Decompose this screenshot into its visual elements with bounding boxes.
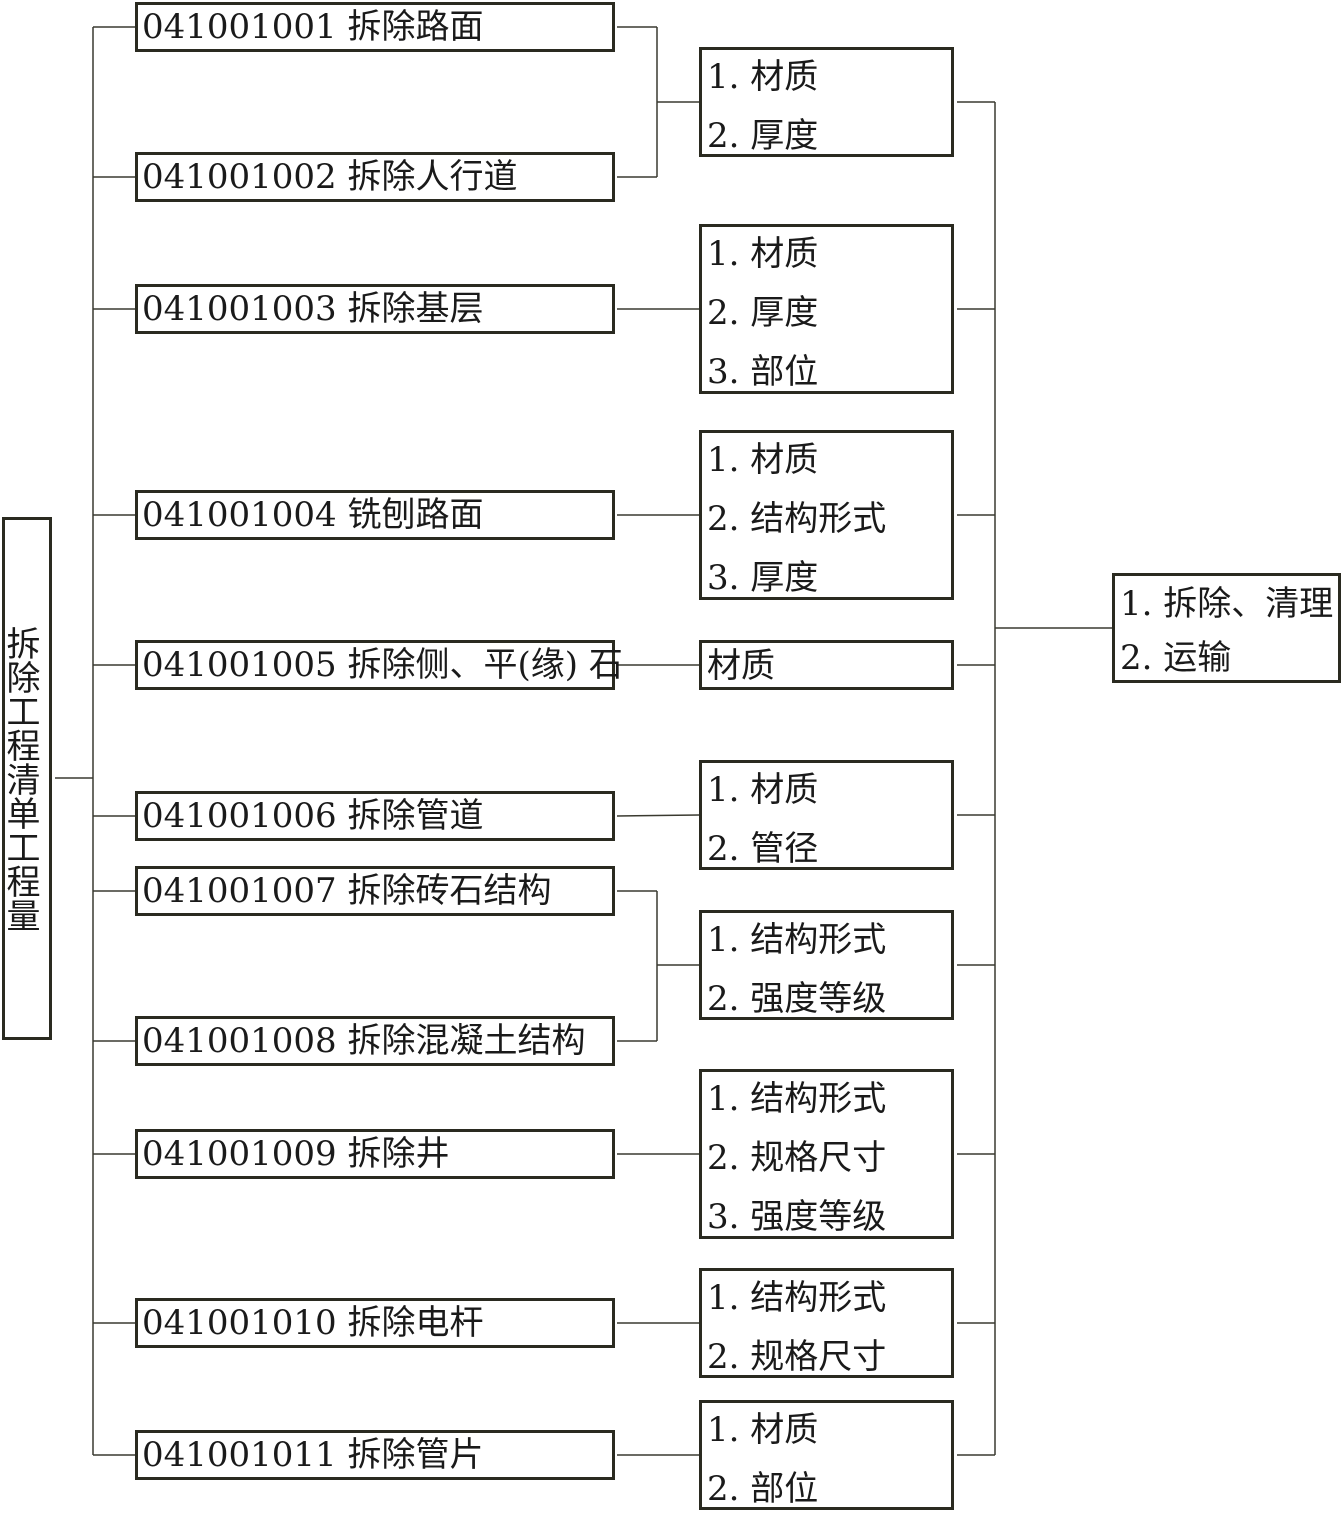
attribute-node: 1. 结构形式 2. 强度等级 xyxy=(699,910,954,1020)
root-node: 拆除工程清单工程量 xyxy=(0,517,52,1040)
attribute-line: 1. 材质 xyxy=(707,1410,819,1450)
attribute-line: 3. 部位 xyxy=(707,352,819,392)
item-label: 041001003 拆除基层 xyxy=(142,289,484,329)
attribute-line: 1. 材质 xyxy=(707,770,819,810)
attribute-node: 1. 结构形式 2. 规格尺寸 3. 强度等级 xyxy=(699,1069,954,1239)
item-attribute-connector xyxy=(616,814,700,817)
attribute-node: 1. 材质 2. 厚度 3. 部位 xyxy=(699,224,954,394)
item-node: 041001005 拆除侧、平(缘) 石 xyxy=(135,640,623,690)
attribute-line: 2. 管径 xyxy=(707,829,819,869)
work-line: 2. 运输 xyxy=(1120,638,1232,678)
attribute-line: 2. 规格尺寸 xyxy=(707,1337,887,1377)
attribute-line: 1. 材质 xyxy=(707,440,819,480)
attribute-line: 2. 规格尺寸 xyxy=(707,1138,887,1178)
attribute-line: 3. 厚度 xyxy=(707,558,819,598)
item-label: 041001005 拆除侧、平(缘) 石 xyxy=(142,645,623,685)
item-node: 041001006 拆除管道 xyxy=(135,791,615,841)
attribute-line: 1. 结构形式 xyxy=(707,920,887,960)
attribute-line: 2. 部位 xyxy=(707,1469,819,1509)
attribute-node: 1. 材质 2. 部位 xyxy=(699,1400,954,1510)
attribute-node: 1. 材质 2. 管径 xyxy=(699,760,954,870)
attribute-line: 2. 强度等级 xyxy=(707,979,887,1019)
item-node: 041001004 铣刨路面 xyxy=(135,490,615,540)
item-label: 041001006 拆除管道 xyxy=(142,796,484,836)
item-node: 041001001 拆除路面 xyxy=(135,2,615,52)
attribute-line: 1. 结构形式 xyxy=(707,1278,887,1318)
item-node: 041001011 拆除管片 xyxy=(135,1430,615,1480)
item-label: 041001004 铣刨路面 xyxy=(142,495,484,535)
item-label: 041001010 拆除电杆 xyxy=(142,1303,484,1343)
item-label: 041001008 拆除混凝土结构 xyxy=(142,1021,586,1061)
attribute-line: 1. 结构形式 xyxy=(707,1079,887,1119)
item-node: 041001008 拆除混凝土结构 xyxy=(135,1016,615,1066)
attribute-node: 1. 材质 2. 厚度 xyxy=(699,47,954,157)
attribute-line: 1. 材质 xyxy=(707,57,819,97)
item-node: 041001010 拆除电杆 xyxy=(135,1298,615,1348)
attribute-line: 2. 厚度 xyxy=(707,116,819,156)
work-line: 1. 拆除、清理 xyxy=(1120,584,1334,624)
item-label: 041001011 拆除管片 xyxy=(142,1435,484,1475)
attribute-line: 2. 结构形式 xyxy=(707,499,887,539)
item-label: 041001009 拆除井 xyxy=(142,1134,450,1174)
root-title: 拆除工程清单工程量 xyxy=(0,626,40,932)
attribute-line: 3. 强度等级 xyxy=(707,1197,887,1237)
attribute-line: 2. 厚度 xyxy=(707,293,819,333)
item-label: 041001002 拆除人行道 xyxy=(142,157,518,197)
attribute-node: 1. 结构形式 2. 规格尺寸 xyxy=(699,1268,954,1378)
attribute-node: 材质 xyxy=(699,640,954,690)
item-node: 041001007 拆除砖石结构 xyxy=(135,866,615,916)
item-node: 041001009 拆除井 xyxy=(135,1129,615,1179)
item-node: 041001003 拆除基层 xyxy=(135,284,615,334)
item-label: 041001007 拆除砖石结构 xyxy=(142,871,552,911)
attribute-line: 材质 xyxy=(707,646,775,686)
attribute-node: 1. 材质 2. 结构形式 3. 厚度 xyxy=(699,430,954,600)
work-content-node: 1. 拆除、清理 2. 运输 xyxy=(1112,573,1341,683)
item-label: 041001001 拆除路面 xyxy=(142,7,484,47)
item-node: 041001002 拆除人行道 xyxy=(135,152,615,202)
attribute-line: 1. 材质 xyxy=(707,234,819,274)
